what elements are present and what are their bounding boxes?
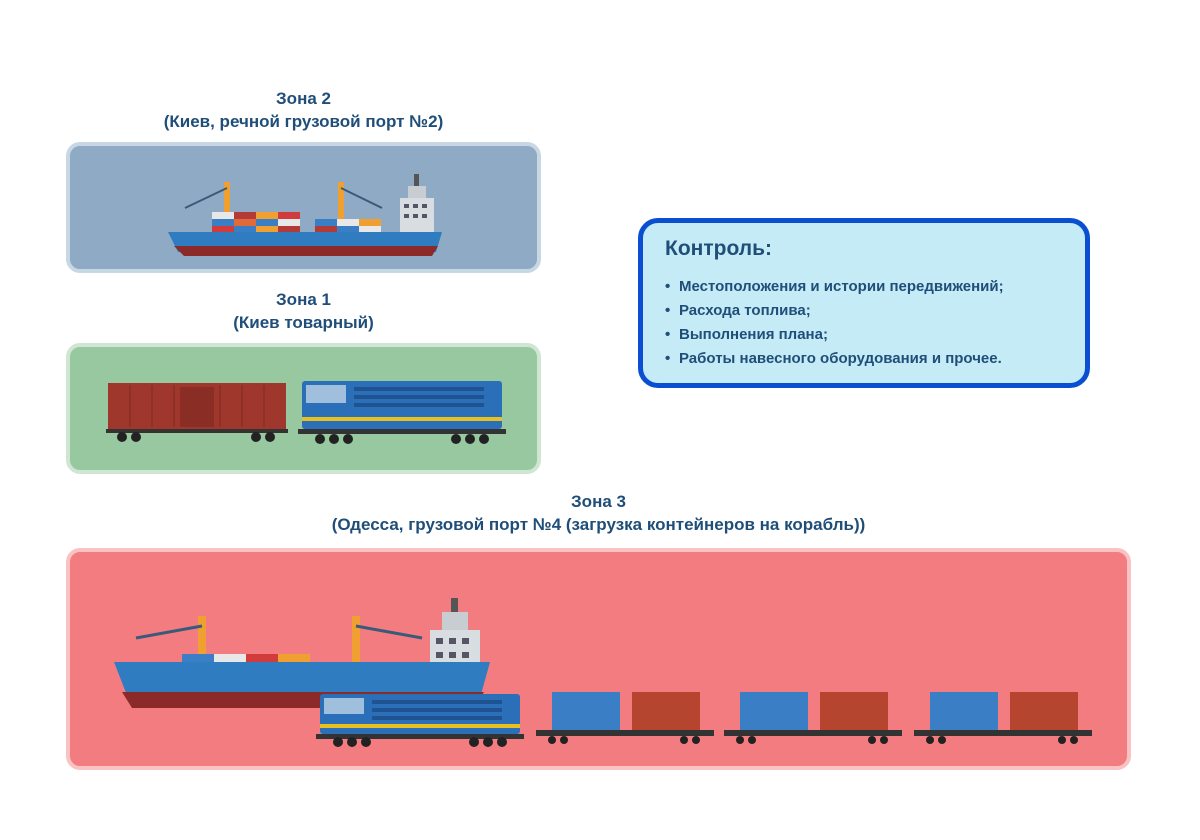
control-item: • Расхода топлива; bbox=[665, 299, 1067, 323]
zone1-title-location: (Киев товарный) bbox=[233, 313, 374, 332]
zone2-title-name: Зона 2 bbox=[276, 89, 331, 108]
cargo-ship bbox=[114, 598, 490, 708]
zone3-title-name: Зона 3 bbox=[571, 492, 626, 511]
zone1-title: Зона 1 (Киев товарный) bbox=[66, 288, 541, 334]
bullet-marker: • bbox=[665, 278, 671, 295]
control-item: • Выполнения плана; bbox=[665, 323, 1067, 347]
zone1-panel bbox=[66, 343, 541, 474]
control-item-text: Местоположения и истории передвижений; bbox=[679, 278, 1004, 295]
zone1-title-name: Зона 1 bbox=[276, 290, 331, 309]
zone3-title-location: (Одесса, грузовой порт №4 (загрузка конт… bbox=[331, 515, 866, 534]
control-item: • Работы навесного оборудования и прочее. bbox=[665, 347, 1067, 371]
zone3-title: Зона 3 (Одесса, грузовой порт №4 (загруз… bbox=[66, 490, 1131, 536]
control-box: Контроль: • Местоположения и истории пере… bbox=[638, 218, 1090, 388]
control-item-text: Работы навесного оборудования и прочее. bbox=[679, 350, 1002, 367]
container-wagon-1 bbox=[536, 692, 714, 744]
control-list: •Местоположения и истории передвижений; … bbox=[665, 275, 1067, 371]
bullet-marker: • bbox=[665, 350, 671, 367]
freight-train-illustration bbox=[106, 381, 506, 444]
control-item-text: Расхода топлива; bbox=[679, 302, 811, 319]
port-loading-illustration bbox=[114, 598, 1092, 747]
zone3-panel bbox=[66, 548, 1131, 770]
zone2-title-location: (Киев, речной грузовой порт №2) bbox=[163, 112, 444, 131]
cargo-ship-illustration bbox=[168, 174, 442, 256]
zone2-panel bbox=[66, 142, 541, 273]
bullet-marker: • bbox=[665, 302, 671, 319]
locomotive bbox=[316, 694, 524, 747]
container-wagon-2 bbox=[724, 692, 902, 744]
container-wagon-3 bbox=[914, 692, 1092, 744]
control-title: Контроль: bbox=[665, 237, 772, 260]
control-item: • Местоположения и истории передвижений; bbox=[665, 275, 1067, 299]
control-item-text: Выполнения плана; bbox=[679, 326, 828, 343]
zone2-title: Зона 2 (Киев, речной грузовой порт №2) bbox=[66, 87, 541, 133]
bullet-marker: • bbox=[665, 326, 671, 343]
